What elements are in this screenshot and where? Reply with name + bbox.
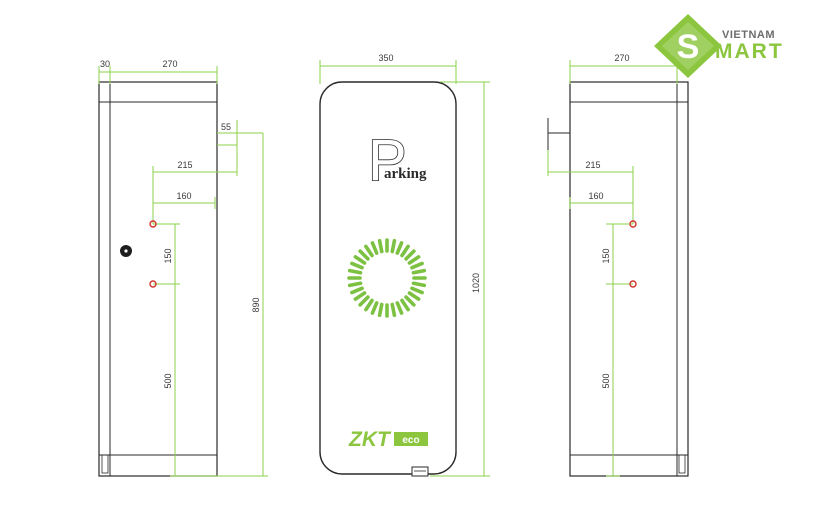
led-segment	[407, 291, 421, 301]
right-mount-hole-top	[629, 220, 637, 228]
right-cabinet-body	[569, 81, 689, 477]
front-panel-connector	[411, 466, 429, 477]
left-side-view: 30 270 55 215 160 150 500 890	[98, 59, 268, 477]
right-side-view: 270 215 160 150 500	[547, 53, 689, 477]
left-dim-55: 55	[221, 122, 231, 132]
smart-logo-diamond	[654, 14, 722, 78]
zkteco-logo: ZKT eco	[348, 428, 428, 451]
left-dimension-lines	[98, 66, 268, 477]
led-segment	[395, 301, 404, 315]
vietnam-smart-logo: S VIETNAM MART	[654, 14, 784, 78]
led-segment	[364, 298, 374, 312]
led-segment	[353, 255, 367, 265]
right-bracket	[547, 118, 570, 150]
left-dim-150: 150	[163, 248, 173, 263]
led-ring-indicator	[347, 238, 427, 318]
front-dimension-lines	[319, 60, 490, 477]
led-segment	[370, 301, 379, 315]
right-mount-hole-bottom	[629, 280, 637, 288]
svg-text:eco: eco	[402, 435, 419, 446]
led-segment	[390, 238, 397, 254]
led-segment	[411, 281, 427, 288]
led-segment	[410, 286, 424, 295]
front-dim-350: 350	[378, 53, 393, 63]
led-segment	[347, 281, 363, 288]
led-segment	[358, 249, 370, 261]
led-segment	[404, 249, 416, 261]
front-view: P arking ZKT eco 350 1020	[319, 53, 490, 477]
right-foot-tab	[678, 454, 686, 474]
led-segment	[404, 295, 416, 307]
left-cabinet-body	[98, 81, 218, 477]
left-dim-30: 30	[100, 59, 110, 69]
left-dim-890: 890	[251, 297, 261, 312]
led-segment	[350, 261, 364, 270]
right-dim-160: 160	[588, 191, 603, 201]
led-segment	[390, 302, 397, 318]
right-dimension-lines	[547, 60, 678, 477]
smart-logo-letter-s: S	[677, 28, 700, 66]
left-dim-500: 500	[163, 373, 173, 388]
led-segment	[377, 238, 384, 254]
led-segment	[407, 255, 421, 265]
led-segment	[353, 291, 367, 301]
right-dim-270: 270	[614, 53, 629, 63]
right-dim-215: 215	[585, 160, 600, 170]
left-dim-160: 160	[176, 191, 191, 201]
right-dim-150: 150	[601, 248, 611, 263]
parking-word: arking	[384, 166, 427, 182]
left-mount-hole-bottom	[149, 280, 157, 288]
right-dim-500: 500	[601, 373, 611, 388]
front-panel	[319, 81, 457, 475]
led-segment	[347, 268, 363, 275]
zkteco-logo-zkt: ZKT	[348, 428, 392, 451]
left-dim-215: 215	[177, 160, 192, 170]
led-segment	[350, 286, 364, 295]
front-dim-1020: 1020	[471, 273, 481, 293]
left-foot-tab	[101, 454, 109, 474]
led-segment	[395, 241, 404, 255]
smart-logo-word: MART	[715, 40, 784, 63]
led-segment	[358, 295, 370, 307]
led-segment	[400, 244, 410, 258]
lock-keyhole-slot	[124, 249, 128, 253]
led-segment	[370, 241, 379, 255]
parking-letter-p: P	[368, 128, 407, 193]
led-segment	[400, 298, 410, 312]
led-segment	[364, 244, 374, 258]
led-segment	[411, 268, 427, 275]
left-dim-270: 270	[162, 59, 177, 69]
parking-sign: P arking	[367, 127, 427, 194]
led-segment	[410, 261, 424, 270]
led-segment	[377, 302, 384, 318]
left-mount-hole-top	[149, 220, 157, 228]
zkteco-logo-tail	[394, 432, 428, 446]
smart-logo-top-text: VIETNAM	[722, 29, 775, 41]
